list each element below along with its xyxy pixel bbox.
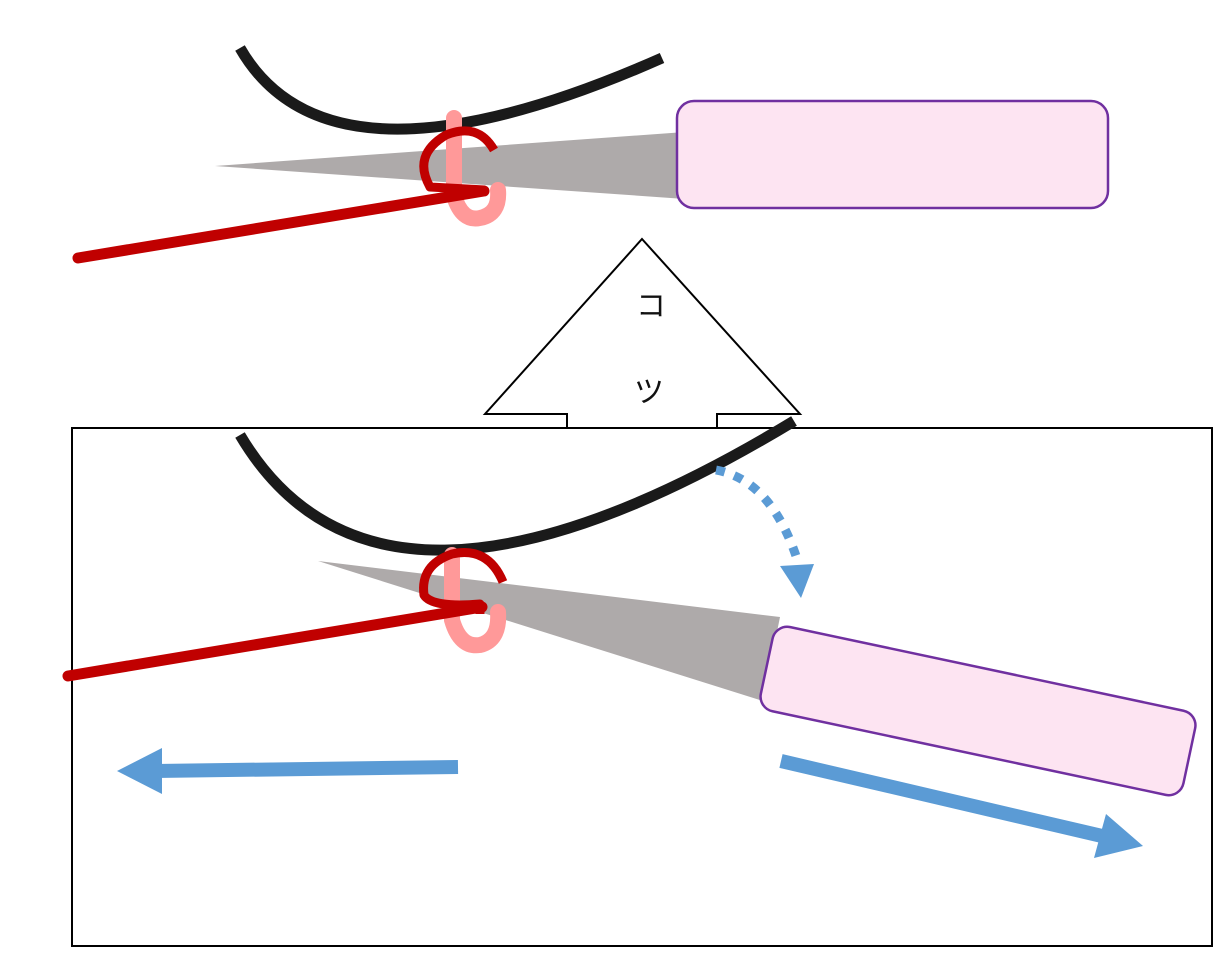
right-motion-arrow-shaft-icon bbox=[779, 754, 1104, 843]
tip-callout-char-2: ツ bbox=[634, 375, 664, 410]
left-motion-arrowhead-icon bbox=[117, 748, 162, 794]
left-motion-arrow-shaft-icon bbox=[154, 760, 459, 778]
rotation-dotted-arrow-icon bbox=[715, 465, 801, 558]
tip-callout-char-1: コ bbox=[636, 289, 666, 324]
bottom-suture-curl-icon bbox=[419, 548, 508, 614]
bottom-suture-loop-icon bbox=[444, 547, 507, 654]
top-suture-tail-icon bbox=[72, 185, 490, 264]
bottom-panel bbox=[62, 416, 1197, 858]
tip-callout-arrow-icon bbox=[482, 237, 803, 429]
bottom-suture-tail-icon bbox=[62, 601, 488, 682]
rotation-arrowhead-icon bbox=[780, 564, 814, 598]
top-suture-loop-icon bbox=[446, 110, 507, 227]
right-motion-arrowhead-icon bbox=[1094, 814, 1143, 858]
top-panel bbox=[72, 45, 1110, 264]
bottom-handle-icon bbox=[759, 625, 1197, 797]
bottom-curved-thread-icon bbox=[235, 416, 797, 556]
bottom-needle-tip-icon bbox=[318, 561, 780, 701]
top-curved-thread-icon bbox=[235, 45, 665, 135]
top-handle-icon bbox=[675, 99, 1110, 210]
top-suture-curl-icon bbox=[419, 126, 498, 195]
